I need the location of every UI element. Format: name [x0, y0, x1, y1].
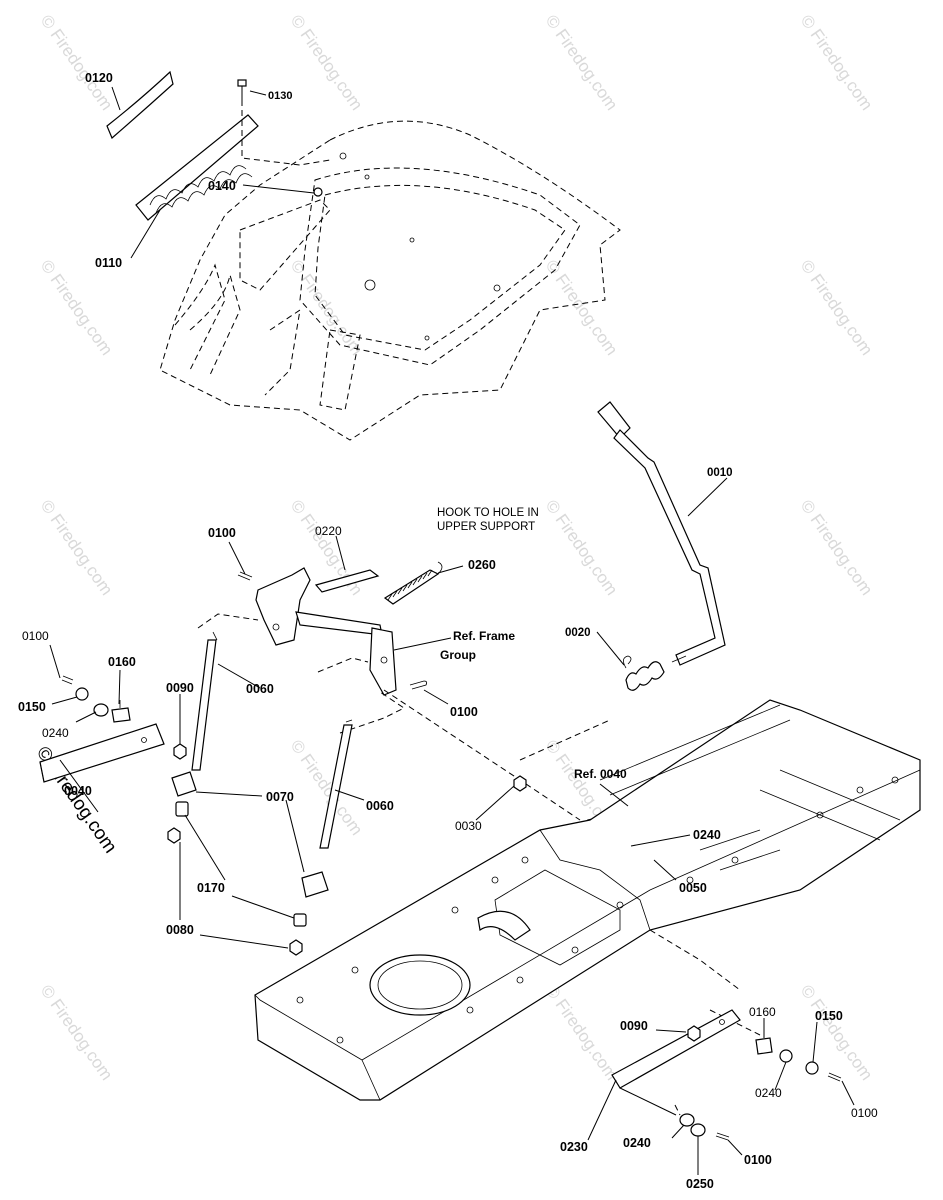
- spindle: [755, 1037, 773, 1055]
- watermark: © Firedog.com: [542, 11, 622, 113]
- label-0070: 0070: [266, 790, 294, 804]
- label-0110: 0110: [95, 256, 122, 270]
- cotter-pin: [715, 1132, 730, 1141]
- label-0240-left: 0240: [42, 726, 69, 740]
- cotter-pin: [827, 1072, 842, 1082]
- rod: [314, 569, 380, 593]
- shift-lever: [597, 401, 726, 666]
- nut: [313, 187, 323, 197]
- lock-washer: [805, 1061, 819, 1075]
- label-0240-bottom: 0240: [623, 1136, 651, 1150]
- watermark: © Firedog.com: [797, 496, 877, 598]
- watermark: © Firedog.com: [797, 11, 877, 113]
- label-0130: 0130: [268, 90, 292, 102]
- fender-assembly: [159, 120, 621, 441]
- label-0160-bottom: 0160: [749, 1005, 776, 1019]
- note-ref-frame-line2: Group: [440, 648, 476, 662]
- watermark: © Firedog.com: [287, 11, 367, 113]
- label-0020: 0020: [565, 627, 591, 639]
- label-0150-bottom: 0150: [815, 1009, 843, 1023]
- cotter-pin: [409, 680, 428, 690]
- note-ref-frame-line1: Ref. Frame: [453, 629, 515, 643]
- lever-spring: [623, 655, 665, 691]
- label-0240-bottom-right: 0240: [755, 1086, 782, 1100]
- label-0090-bottom: 0090: [620, 1019, 648, 1033]
- watermark: © Firedog.com: [37, 496, 117, 598]
- label-0250: 0250: [686, 1177, 714, 1191]
- note-hook-line2: UPPER SUPPORT: [437, 521, 535, 533]
- watermark: © Firedog.com: [37, 256, 117, 358]
- label-0080: 0080: [166, 923, 194, 937]
- watermark: © Firedog.com: [37, 981, 117, 1083]
- rod-right: [319, 719, 353, 849]
- label-0010: 0010: [707, 467, 733, 479]
- label-0120: 0120: [85, 71, 113, 85]
- nut: [289, 939, 303, 956]
- decal-strip: [106, 70, 174, 139]
- leader-lines: [49, 86, 855, 1175]
- watermark: © Firedog.com: [287, 256, 367, 358]
- watermark: © Firedog.com: [37, 11, 117, 113]
- screw: [237, 79, 247, 100]
- label-0220: 0220: [315, 524, 342, 538]
- watermark: © Firedog.com: [797, 256, 877, 358]
- tension-spring: [383, 561, 443, 605]
- cotter-pin: [61, 675, 74, 685]
- label-0100-right: 0100: [450, 705, 478, 719]
- label-0100-bottom-right: 0100: [851, 1106, 878, 1120]
- spindle: [111, 700, 131, 723]
- label-0240-center: 0240: [693, 828, 721, 842]
- label-0090-left: 0090: [166, 681, 194, 695]
- label-0260: 0260: [468, 558, 496, 572]
- watermark: © Firedog.com: [542, 496, 622, 598]
- washer: [779, 1049, 793, 1063]
- left-arm: [39, 723, 165, 783]
- watermark: © Firedog.com: [542, 981, 622, 1083]
- label-0060-right: 0060: [366, 799, 394, 813]
- nut: [173, 743, 187, 760]
- block: [171, 771, 197, 797]
- linkage-bracket: [255, 567, 397, 696]
- nut: [513, 775, 527, 792]
- nut: [167, 827, 181, 844]
- label-0100-left: 0100: [22, 629, 49, 643]
- label-0040: 0040: [64, 784, 92, 798]
- washer: [679, 1113, 695, 1127]
- label-0150-left: 0150: [18, 700, 46, 714]
- cotter-pin: [237, 571, 253, 581]
- label-0060-left: 0060: [246, 682, 274, 696]
- lock-washer: [75, 687, 89, 701]
- note-hook-line1: HOOK TO HOLE IN: [437, 507, 539, 519]
- notes: HOOK TO HOLE IN UPPER SUPPORT Ref. Frame…: [437, 507, 539, 662]
- label-0030: 0030: [455, 819, 482, 833]
- bushing: [293, 913, 307, 927]
- flat-washer: [690, 1123, 706, 1137]
- label-0100-top: 0100: [208, 526, 236, 540]
- nut: [687, 1025, 701, 1042]
- rod-left: [191, 631, 218, 771]
- bushing: [175, 801, 189, 817]
- label-0230: 0230: [560, 1140, 588, 1154]
- label-0050: 0050: [679, 881, 707, 895]
- label-0160-left: 0160: [108, 655, 136, 669]
- frame: [254, 699, 921, 1101]
- block: [301, 871, 329, 898]
- washer: [93, 703, 109, 717]
- label-0140: 0140: [208, 179, 236, 193]
- label-ref-0040: Ref. 0040: [574, 767, 627, 781]
- decal-plate: [135, 114, 259, 221]
- label-0100-bottom: 0100: [744, 1153, 772, 1167]
- part-labels: 0120 0130 0140 0110 0010 0020 0100 0220 …: [18, 71, 878, 1191]
- label-0170: 0170: [197, 881, 225, 895]
